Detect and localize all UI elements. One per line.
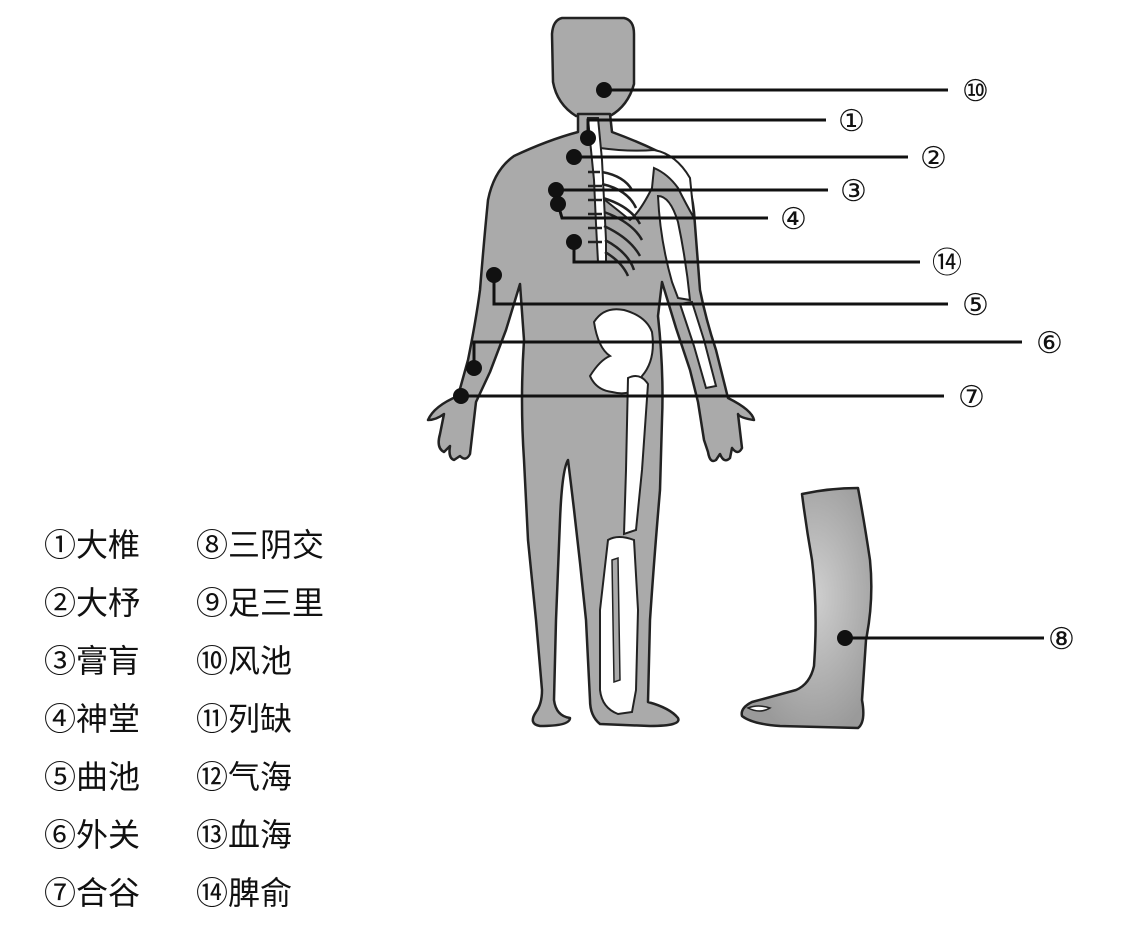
legend-entry: ⑬血海: [196, 816, 292, 854]
head: [550, 16, 636, 118]
legend-entry: ④神堂: [44, 700, 140, 738]
legend-entry: ⑥外关: [44, 816, 140, 854]
torso: [426, 112, 756, 728]
legend-entry: ⑦合谷: [44, 874, 140, 912]
legend-entry: ②大杼: [44, 584, 140, 622]
legend-entry: ⑭脾俞: [196, 874, 292, 912]
callout-label-c10: ⑩: [962, 74, 989, 109]
acupoint-markers: [453, 82, 853, 646]
point-c3: [548, 182, 564, 198]
callout-label-c2: ②: [920, 141, 947, 176]
legend-entry: ⑧三阴交: [196, 526, 324, 564]
forearm-bone: [678, 300, 718, 390]
skeleton: [586, 117, 718, 716]
humerus-bone: [656, 194, 692, 302]
femur-bone: [622, 375, 650, 536]
callout-label-c1: ①: [838, 104, 865, 139]
callout-label-c8: ⑧: [1048, 622, 1075, 657]
legend-entry: ③膏肓: [44, 642, 140, 680]
callout-label-c6: ⑥: [1036, 326, 1063, 361]
legend-entry: ⑪列缺: [196, 700, 292, 738]
point-c10: [596, 82, 612, 98]
callout-label-c5: ⑤: [962, 288, 989, 323]
callout-label-c3: ③: [840, 174, 867, 209]
legend-entry: ⑩风池: [196, 642, 292, 680]
callout-labels: ⑩ ① ② ③ ④ ⑭ ⑤ ⑥ ⑦ ⑧: [780, 74, 1075, 657]
point-c6: [466, 360, 482, 376]
point-c5: [486, 267, 502, 283]
callout-label-c4: ④: [780, 202, 807, 237]
legend: ①大椎 ⑧三阴交 ②大杼 ⑨足三里 ③膏肓 ⑩风池 ④神堂 ⑪列缺 ⑤曲池 ⑫气…: [44, 526, 324, 912]
leg-side-view: [740, 486, 873, 730]
clavicle-bone: [599, 146, 695, 222]
legend-entry: ⑨足三里: [196, 584, 324, 622]
line-c6: [472, 340, 1022, 368]
point-c7: [453, 388, 469, 404]
legend-entry: ⑤曲池: [44, 758, 140, 796]
point-c1: [580, 130, 596, 146]
point-c4: [550, 196, 566, 212]
callout-lines: [461, 88, 1044, 640]
point-c2: [566, 149, 582, 165]
callout-label-c14: ⑭: [932, 246, 962, 281]
toe-detail: [746, 705, 772, 712]
legend-entry: ⑫气海: [196, 758, 292, 796]
line-c5: [492, 275, 948, 306]
ribcage: [588, 170, 644, 277]
legend-entry: ①大椎: [44, 526, 140, 564]
point-c14: [566, 234, 582, 250]
tibia-gap: [611, 556, 621, 684]
callout-label-c7: ⑦: [958, 380, 985, 415]
point-c8: [837, 630, 853, 646]
